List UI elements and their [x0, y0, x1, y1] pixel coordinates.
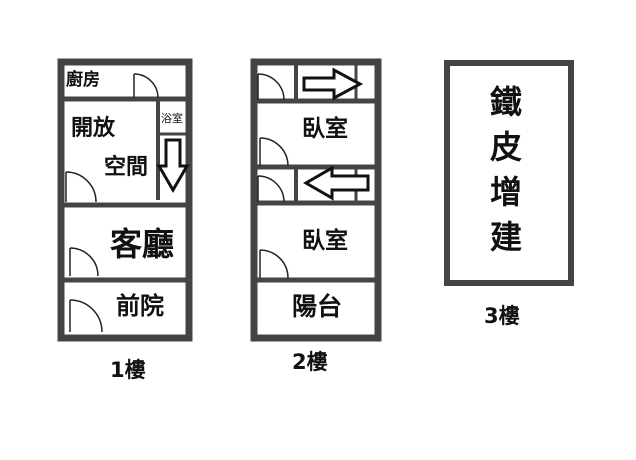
addition-char-2: 皮 [490, 128, 523, 166]
arrow-down-icon [156, 138, 190, 193]
floor3-label: 3樓 [484, 304, 520, 328]
floor1-plan [57, 58, 193, 342]
floor2-doors [257, 73, 289, 279]
bathroom-label: 浴室 [161, 112, 183, 125]
living-room-label: 客廳 [110, 225, 175, 263]
addition-char-1: 鐵 [490, 83, 523, 121]
balcony-label: 陽台 [292, 292, 343, 321]
floor3-plan [444, 60, 574, 286]
door-swing-icon [259, 249, 289, 279]
door-swing-icon [257, 73, 285, 101]
floor2-label: 2樓 [292, 350, 328, 374]
addition-char-4: 建 [490, 218, 523, 256]
door-swing-icon [133, 73, 159, 99]
open-space-label-line2: 空間 [104, 155, 149, 180]
addition-char-3: 增 [490, 173, 523, 211]
front-yard-label: 前院 [116, 292, 164, 320]
bedroom-label-upper: 臥室 [302, 116, 348, 142]
door-swing-icon [69, 299, 103, 333]
bedroom-label-lower: 臥室 [302, 228, 348, 254]
floor1-label: 1樓 [110, 358, 146, 382]
floor1-doors [65, 73, 159, 333]
open-space-label-line1: 開放 [71, 116, 116, 141]
arrow-left-icon [302, 165, 370, 201]
door-swing-icon [69, 247, 99, 277]
floor2-plan [250, 58, 382, 342]
kitchen-label: 廚房 [66, 70, 100, 90]
door-swing-icon [65, 171, 97, 203]
door-swing-icon [259, 137, 289, 167]
arrow-right-icon [302, 67, 364, 101]
door-swing-icon [257, 175, 285, 203]
